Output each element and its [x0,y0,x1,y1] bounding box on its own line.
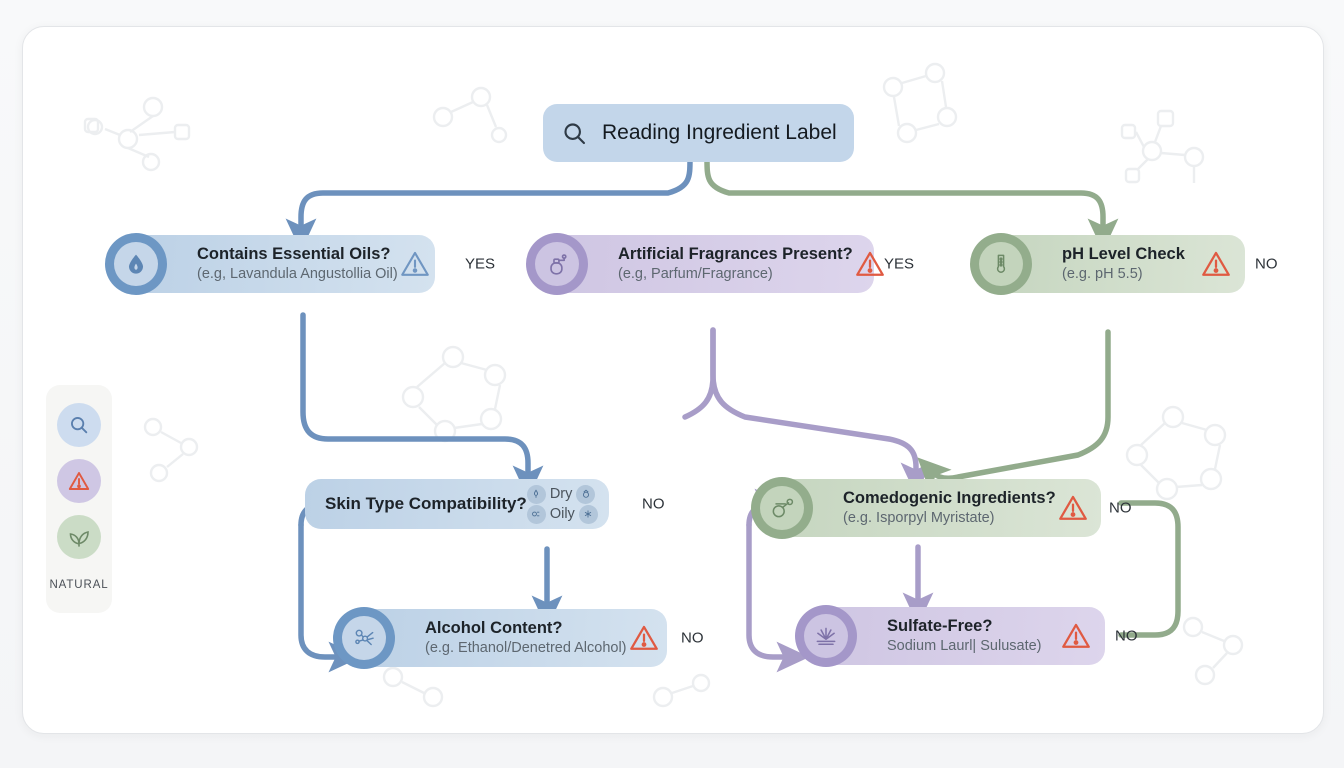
oily-skin-alt-icon [578,504,598,524]
legend-panel: NATURAL [46,385,112,613]
legend-label: NATURAL [49,579,109,591]
node-artificial-fragrances[interactable]: Artificial Fragrances Present? (e.g, Par… [526,233,914,295]
node-title: Artificial Fragrances Present? [618,245,853,264]
node-pill: Artificial Fragrances Present? (e.g, Par… [554,235,884,293]
answer-label: NO [642,495,665,513]
node-alcohol-content[interactable]: Alcohol Content? (e.g. Ethanol/Denetred … [333,607,704,669]
droplet-icon [105,233,167,295]
node-pill: Skin Type Compatibility? Dry [305,479,609,529]
node-ph-level[interactable]: pH Level Check (e.g. pH 5.5) [970,233,1278,295]
node-sulfate-free[interactable]: Sulfate-Free? Sodium Laurl| Sulusate) [795,605,1138,667]
node-title: Skin Type Compatibility? [325,494,527,513]
foam-icon [795,605,857,667]
warning-triangle-icon [398,247,432,281]
node-pill: Comedogenic Ingredients? (e.g. Isporpyl … [779,479,1101,537]
chip-row-dry[interactable]: Dry [526,484,598,504]
warning-triangle-icon [1059,619,1093,653]
node-title: Alcohol Content? [425,619,563,638]
node-subtitle: (e.g. Ethanol/Denetred Alcohol) [425,640,627,657]
node-subtitle: (e.g. Isporpyl Myristate) [843,510,995,527]
answer-label: YES [884,255,915,273]
node-title: pH Level Check [1062,245,1185,264]
node-comedogenic[interactable]: Comedogenic Ingredients? (e.g. Isporpyl … [751,477,1132,539]
leaf-icon[interactable] [57,515,101,559]
flowchart-card: NATURAL Reading Ingredient Label Contain… [22,26,1324,734]
node-pill: pH Level Check (e.g. pH 5.5) [998,235,1245,293]
oily-skin-icon [526,504,546,524]
root-title: Reading Ingredient Label [602,121,837,144]
node-subtitle: (e.g. pH 5.5) [1062,266,1143,283]
node-title: Contains Essential Oils? [197,245,391,264]
pore-clog-icon [751,477,813,539]
warning-triangle-icon [627,621,661,655]
node-essential-oils[interactable]: Contains Essential Oils? (e.g, Lavandula… [105,233,495,295]
skin-type-chips: Dry Oily [526,484,598,524]
node-title: Comedogenic Ingredients? [843,489,1056,508]
node-pill: Sulfate-Free? Sodium Laurl| Sulusate) [823,607,1105,665]
ph-strip-icon [970,233,1032,295]
chip-row-oily[interactable]: Oily [526,504,598,524]
search-icon [561,120,588,147]
warning-icon[interactable] [57,459,101,503]
node-title: Sulfate-Free? [887,617,993,636]
answer-label: NO [1115,627,1138,645]
alcohol-molecule-icon [333,607,395,669]
dry-skin-icon [526,484,546,504]
node-pill: Alcohol Content? (e.g. Ethanol/Denetred … [361,609,667,667]
answer-label: NO [1109,499,1132,517]
node-skin-type[interactable]: Skin Type Compatibility? Dry [305,479,665,529]
chip-label: Dry [549,486,573,502]
warning-triangle-icon [853,247,887,281]
answer-label: YES [465,255,496,273]
perfume-bottle-icon [526,233,588,295]
chip-label: Oily [549,506,575,522]
answer-label: NO [681,629,704,647]
warning-triangle-icon [1199,247,1233,281]
node-root[interactable]: Reading Ingredient Label [543,104,854,162]
node-subtitle: (e.g, Lavandula Angustollia Oil) [197,266,398,283]
node-subtitle: Sodium Laurl| Sulusate) [887,638,1042,655]
answer-label: NO [1255,255,1278,273]
node-subtitle: (e.g, Parfum/Fragrance) [618,266,773,283]
warning-triangle-icon [1056,491,1090,525]
dry-skin-alt-icon [576,484,596,504]
search-icon[interactable] [57,403,101,447]
node-pill: Contains Essential Oils? (e.g, Lavandula… [133,235,435,293]
